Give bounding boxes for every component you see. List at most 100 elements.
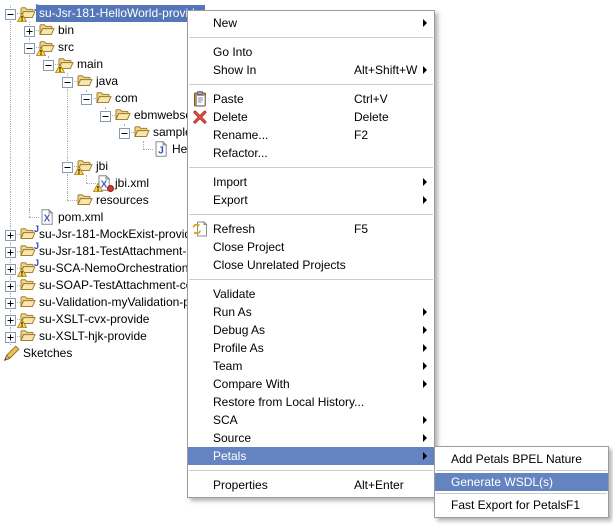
menu-item-label: Properties: [213, 478, 268, 492]
menu-item-shortcut: Alt+Shift+W: [354, 63, 418, 77]
expander-minus-icon[interactable]: [43, 59, 54, 71]
tree-guide-line: [86, 183, 96, 184]
tree-item[interactable]: bin: [0, 22, 613, 39]
menu-item-petals[interactable]: Petals: [188, 447, 434, 465]
tree-guide-line: [29, 175, 30, 192]
menu-item-export[interactable]: Export: [188, 191, 434, 209]
tree-item[interactable]: su-Validation-myValidation-pro: [0, 294, 613, 311]
tree-guide-line: [29, 107, 30, 124]
tree-item-label: ebmwebso: [134, 108, 193, 122]
menu-item-refactor[interactable]: Refactor...: [188, 144, 434, 162]
tree-item-label: Sketches: [23, 346, 73, 360]
menu-item-add-petals-bpel-nature[interactable]: Add Petals BPEL Nature: [435, 450, 608, 468]
menu-item-label: Team: [213, 359, 243, 373]
submenu-arrow-icon: [423, 308, 427, 316]
tree-guide-line: [67, 192, 68, 200]
expander-plus-icon[interactable]: [24, 25, 35, 37]
expander-plus-icon[interactable]: [5, 331, 16, 343]
tree-item[interactable]: ebmwebso: [0, 107, 613, 124]
tree-item[interactable]: sample: [0, 124, 613, 141]
menu-item-label: Generate WSDL(s): [451, 475, 554, 489]
menu-separator: [189, 470, 433, 471]
tree-item[interactable]: src: [0, 39, 613, 56]
submenu-arrow-icon: [423, 416, 427, 424]
tree-guide-line: [67, 200, 77, 201]
tree-item[interactable]: main: [0, 56, 613, 73]
folder-icon: J: [17, 258, 39, 277]
folder-icon: J: [17, 3, 39, 22]
menu-item-run-as[interactable]: Run As: [188, 303, 434, 321]
menu-item-compare-with[interactable]: Compare With: [188, 375, 434, 393]
expander-minus-icon[interactable]: [62, 161, 73, 173]
expander-minus-icon[interactable]: [81, 93, 92, 105]
tree-item[interactable]: Jsu-Jsr-181-HelloWorld-provide: [0, 3, 613, 22]
expander-plus-icon[interactable]: [5, 280, 16, 292]
menu-item-new[interactable]: New: [188, 14, 434, 32]
menu-item-go-into[interactable]: Go Into: [188, 43, 434, 61]
folder-icon: [17, 311, 36, 328]
menu-item-rename[interactable]: Rename...F2: [188, 126, 434, 144]
tree-item-label: su-XSLT-cvx-provide: [39, 312, 150, 326]
submenu-arrow-icon: [423, 434, 427, 442]
tree-item[interactable]: su-XSLT-hjk-provide: [0, 328, 613, 345]
java-badge-icon: J: [33, 241, 39, 251]
menu-item-label: Fast Export for Petals: [451, 498, 567, 512]
tree-item-label: He: [172, 142, 188, 156]
tree-guide-line: [10, 124, 11, 141]
menu-item-validate[interactable]: Validate: [188, 285, 434, 303]
tree-item[interactable]: java: [0, 73, 613, 90]
menu-item-generate-wsdl-s[interactable]: Generate WSDL(s): [435, 473, 608, 491]
tree-item[interactable]: su-SOAP-TestAttachment-con: [0, 277, 613, 294]
error-badge-icon: [107, 185, 114, 192]
menu-item-restore-from-local-history[interactable]: Restore from Local History...: [188, 393, 434, 411]
expander-minus-icon[interactable]: [5, 8, 16, 20]
tree-item[interactable]: com: [0, 90, 613, 107]
menu-item-shortcut: Delete: [354, 110, 389, 124]
menu-item-debug-as[interactable]: Debug As: [188, 321, 434, 339]
java-badge-icon: J: [33, 224, 39, 234]
menu-item-sca[interactable]: SCA: [188, 411, 434, 429]
expander-minus-icon[interactable]: [100, 110, 111, 122]
menu-item-label: Validate: [213, 287, 256, 301]
menu-item-label: Paste: [213, 92, 244, 106]
paste-icon: [192, 91, 208, 107]
expander-minus-icon[interactable]: [119, 127, 130, 139]
expander-plus-icon[interactable]: [5, 229, 16, 241]
menu-item-import[interactable]: Import: [188, 173, 434, 191]
tree-guide-line: [67, 107, 68, 124]
tree-item[interactable]: jbi: [0, 158, 613, 175]
tree-item-label: su-Jsr-181-MockExist-provide: [39, 227, 198, 241]
menu-item-source[interactable]: Source: [188, 429, 434, 447]
folder-icon: [115, 107, 131, 123]
expander-plus-icon[interactable]: [5, 314, 16, 326]
expander-plus-icon[interactable]: [5, 297, 16, 309]
expander-plus-icon[interactable]: [5, 246, 16, 258]
expander-minus-icon[interactable]: [24, 42, 35, 54]
menu-item-label: Close Project: [213, 240, 285, 254]
tree-item[interactable]: Sketches: [0, 345, 613, 362]
menu-item-profile-as[interactable]: Profile As: [188, 339, 434, 357]
menu-item-team[interactable]: Team: [188, 357, 434, 375]
expander-plus-icon[interactable]: [5, 263, 16, 275]
menu-item-close-project[interactable]: Close Project: [188, 238, 434, 256]
menu-item-close-unrelated-projects[interactable]: Close Unrelated Projects: [188, 256, 434, 274]
warning-badge-icon: [17, 319, 27, 328]
tree-item-label: bin: [58, 23, 75, 37]
tree-guide-line: [10, 22, 11, 39]
tree-item[interactable]: resources: [0, 192, 613, 209]
tree-item[interactable]: su-XSLT-cvx-provide: [0, 311, 613, 328]
expander-minus-icon[interactable]: [62, 76, 73, 88]
